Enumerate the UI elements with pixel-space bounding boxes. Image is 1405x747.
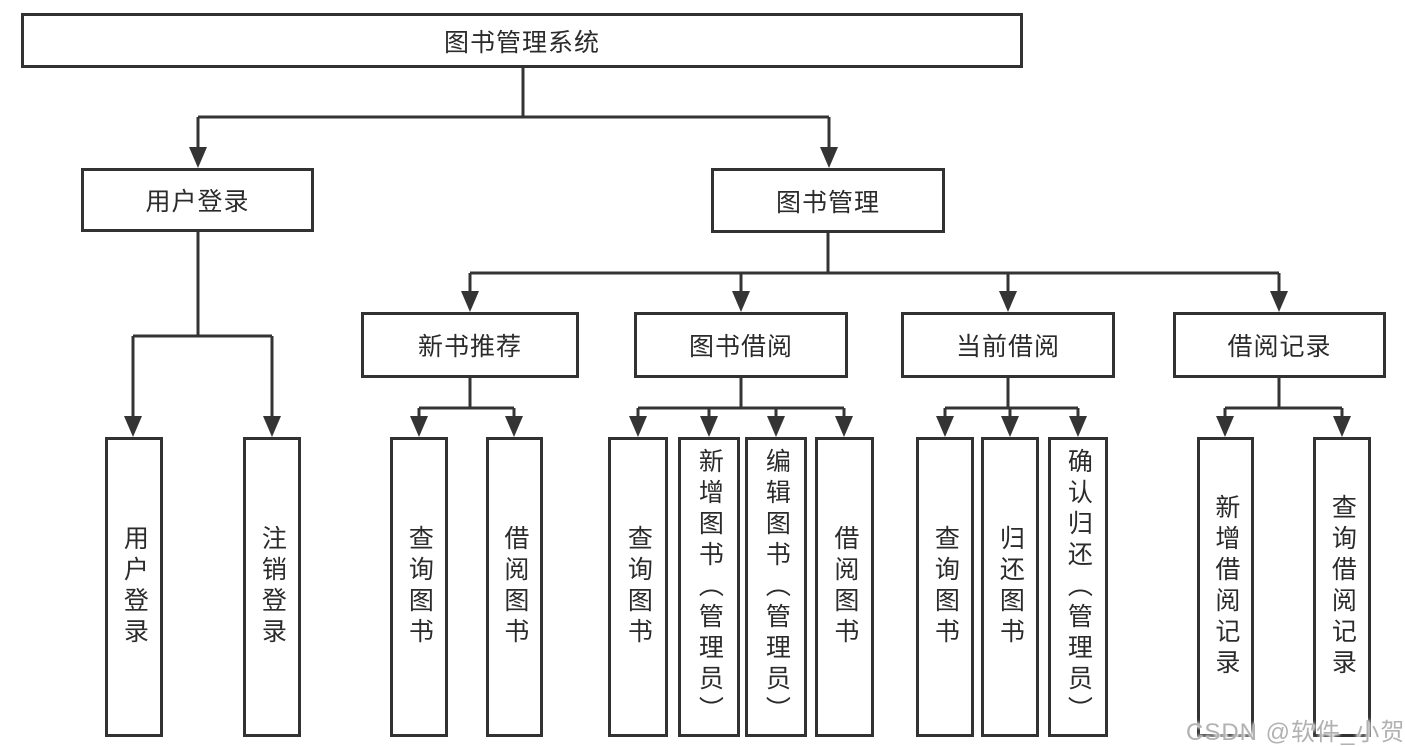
node-user-login: 用户登录 [81, 168, 314, 232]
arrow-down-icon [700, 416, 718, 437]
leaf-edit-book-admin: 编辑图书（管理员） [745, 437, 807, 737]
leaf-label: 确认归还（管理员） [1064, 447, 1093, 727]
arrow-down-icon [835, 416, 853, 437]
arrow-down-icon [936, 416, 954, 437]
leaf-query-books: 查询图书 [916, 437, 974, 737]
node-label: 图书管理系统 [443, 28, 600, 57]
leaf-label: 新增图书（管理员） [695, 447, 724, 727]
leaf-label: 查询借阅记录 [1328, 494, 1357, 680]
node-new-book-recommend: 新书推荐 [361, 312, 579, 378]
arrow-down-icon [124, 416, 142, 437]
node-current-borrowing: 当前借阅 [901, 312, 1115, 378]
arrow-down-icon [263, 416, 281, 437]
csdn-watermark: CSDN @软件_小贺同学 [1186, 719, 1405, 746]
arrow-down-icon [1069, 416, 1087, 437]
node-label: 新书推荐 [417, 333, 522, 361]
node-label: 图书管理 [775, 188, 880, 217]
node-label: 当前借阅 [955, 333, 1060, 361]
node-label: 图书借阅 [688, 333, 793, 361]
leaf-return-books: 归还图书 [981, 437, 1039, 737]
arrow-down-icon [999, 291, 1017, 312]
arrow-down-icon [410, 416, 428, 437]
leaf-confirm-return-admin: 确认归还（管理员） [1048, 437, 1108, 737]
leaf-query-borrow-record: 查询借阅记录 [1313, 437, 1371, 737]
leaf-label: 查询图书 [931, 525, 960, 649]
node-book-management: 图书管理 [711, 168, 945, 233]
leaf-label: 查询图书 [624, 525, 653, 649]
leaf-query-books: 查询图书 [390, 437, 448, 737]
leaf-label: 新增借阅记录 [1211, 494, 1240, 680]
leaf-label: 用户登录 [120, 525, 149, 649]
leaf-query-books: 查询图书 [608, 437, 668, 737]
arrow-down-icon [732, 291, 750, 312]
arrow-down-icon [767, 416, 785, 437]
leaf-label: 归还图书 [996, 525, 1025, 649]
node-borrowing-records: 借阅记录 [1173, 312, 1386, 378]
arrow-down-icon [1333, 416, 1351, 437]
leaf-label: 借阅图书 [500, 525, 529, 649]
node-library-system: 图书管理系统 [21, 13, 1023, 68]
leaf-label: 编辑图书（管理员） [762, 447, 791, 727]
leaf-label: 借阅图书 [830, 525, 859, 649]
arrow-down-icon [820, 147, 838, 168]
leaf-add-book-admin: 新增图书（管理员） [678, 437, 740, 737]
arrow-down-icon [189, 147, 207, 168]
arrow-down-icon [1270, 291, 1288, 312]
node-label: 借阅记录 [1227, 333, 1332, 361]
leaf-logout: 注销登录 [243, 437, 301, 737]
leaf-user-login: 用户登录 [105, 437, 163, 737]
arrow-down-icon [1216, 416, 1234, 437]
leaf-borrow-books: 借阅图书 [815, 437, 874, 737]
arrow-down-icon [461, 291, 479, 312]
leaf-add-borrow-record: 新增借阅记录 [1197, 437, 1254, 737]
node-book-borrowing: 图书借阅 [634, 312, 848, 378]
arrow-down-icon [629, 416, 647, 437]
node-label: 用户登录 [145, 188, 250, 216]
arrow-down-icon [1001, 416, 1019, 437]
leaf-borrow-books: 借阅图书 [486, 437, 543, 737]
arrow-down-icon [505, 416, 523, 437]
leaf-label: 注销登录 [258, 525, 287, 649]
leaf-label: 查询图书 [405, 525, 434, 649]
